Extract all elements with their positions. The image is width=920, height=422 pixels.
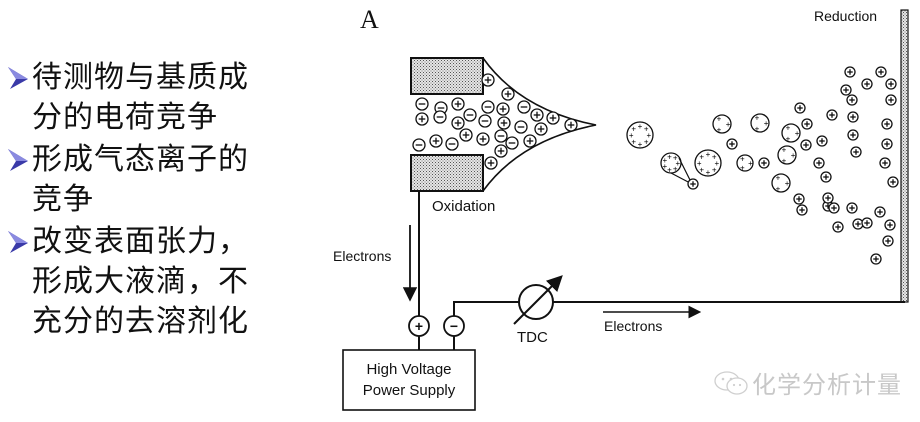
svg-text:+: + [715, 159, 720, 168]
bullet-text: 待测物与基质成分的电荷竞争 [32, 60, 249, 135]
minus-terminal-sign: − [450, 318, 458, 334]
bullet-list: 待测物与基质成分的电荷竞争 形成气态离子的竞争 改变表面张力，形成大液滴，不充分… [6, 58, 306, 344]
svg-text:+: + [776, 184, 781, 193]
svg-text:+: + [782, 146, 787, 155]
svg-text:+: + [706, 168, 711, 177]
svg-text:+: + [712, 165, 717, 174]
oxidation-label: Oxidation [432, 198, 495, 215]
svg-text:+: + [782, 156, 787, 165]
charged-droplet [712, 114, 732, 134]
svg-text:+: + [717, 125, 722, 134]
svg-text:+: + [663, 156, 668, 165]
bullet-item: 改变表面张力，形成大液滴，不充分的去溶剂化 [6, 222, 306, 342]
bullet-arrow-icon [8, 231, 28, 253]
svg-text:+: + [638, 140, 643, 149]
panel-label: A [360, 5, 379, 34]
power-supply-label-line1: High Voltage [366, 361, 451, 378]
taylor-cone [482, 57, 597, 192]
spray-droplets: ++++++++++++++++++++++++++++++++++++++++… [626, 66, 899, 265]
svg-text:+: + [697, 159, 702, 168]
svg-text:+: + [748, 159, 753, 168]
charged-droplet [777, 145, 797, 165]
svg-text:+: + [740, 154, 745, 163]
svg-text:+: + [629, 131, 634, 140]
bullet-text: 改变表面张力，形成大液滴，不充分的去溶剂化 [32, 224, 249, 339]
capillary-top-electrode [410, 57, 484, 95]
svg-text:+: + [764, 119, 769, 128]
svg-text:+: + [631, 125, 636, 134]
svg-text:+: + [699, 153, 704, 162]
svg-text:+: + [663, 162, 668, 171]
power-supply-label-line2: Power Supply [363, 382, 456, 399]
electrons-label-bottom: Electrons [604, 318, 662, 334]
svg-text:+: + [795, 129, 800, 138]
svg-text:+: + [706, 150, 711, 159]
watermark: 化学分析计量 [712, 365, 902, 400]
bullet-text: 形成气态离子的竞争 [32, 142, 249, 217]
bullet-arrow-icon [8, 149, 28, 171]
charged-droplet [750, 113, 770, 133]
svg-text:+: + [717, 115, 722, 124]
svg-text:+: + [726, 120, 731, 129]
reduction-label: Reduction [814, 8, 877, 24]
svg-text:+: + [776, 174, 781, 183]
bullet-arrow-icon [8, 67, 28, 89]
bullet-item: 待测物与基质成分的电荷竞争 [6, 58, 306, 138]
wechat-icon [714, 370, 748, 395]
svg-text:+: + [644, 137, 649, 146]
power-supply-box [342, 349, 476, 411]
watermark-text: 化学分析计量 [752, 371, 902, 399]
svg-text:+: + [755, 124, 760, 133]
svg-text:+: + [673, 154, 678, 163]
svg-text:+: + [647, 131, 652, 140]
charged-droplet [736, 154, 754, 172]
bullet-item: 形成气态离子的竞争 [6, 140, 306, 220]
electrons-label-left: Electrons [333, 248, 391, 264]
charged-droplet [781, 123, 801, 143]
svg-text:+: + [673, 164, 678, 173]
wire-return [453, 301, 519, 316]
svg-text:+: + [740, 164, 745, 173]
svg-text:+: + [675, 159, 680, 168]
capillary-bottom-electrode [410, 154, 484, 192]
tdc-label: TDC [517, 329, 548, 346]
svg-text:+: + [638, 122, 643, 131]
charged-droplet [694, 149, 722, 177]
charged-droplet [771, 173, 791, 193]
svg-text:+: + [712, 153, 717, 162]
charged-droplet [626, 121, 654, 149]
counter-electrode [900, 9, 909, 303]
svg-text:+: + [785, 179, 790, 188]
svg-text:+: + [631, 137, 636, 146]
svg-text:+: + [644, 125, 649, 134]
plus-terminal-sign: + [415, 318, 423, 334]
tdc-variable-arrow [513, 275, 563, 325]
svg-text:+: + [755, 114, 760, 123]
svg-text:+: + [786, 124, 791, 133]
svg-text:+: + [791, 151, 796, 160]
svg-text:+: + [667, 152, 672, 161]
ions-in-capillary [412, 73, 578, 170]
svg-text:+: + [699, 165, 704, 174]
svg-text:+: + [786, 134, 791, 143]
svg-text:+: + [667, 166, 672, 175]
